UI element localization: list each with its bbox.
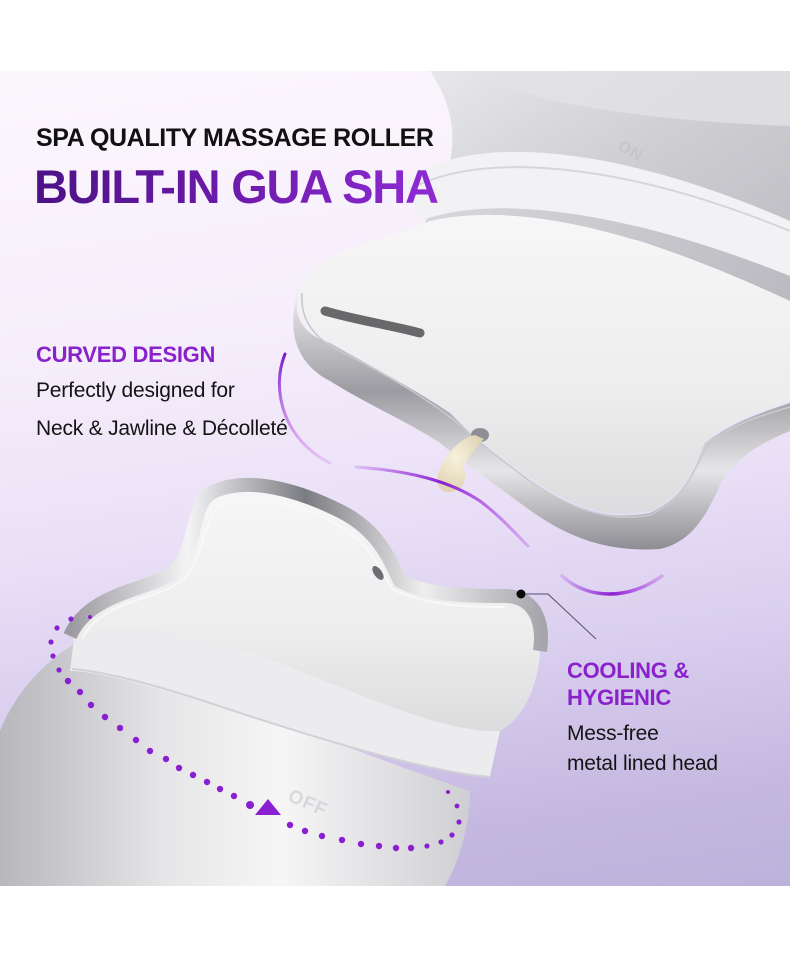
callout-dot-icon — [516, 589, 597, 640]
top-device — [293, 71, 790, 550]
product-banner: ON OFF SPA QUALITY MASSAGE ROLLER BUILT-… — [0, 71, 790, 886]
headline-title: BUILT-IN GUA SHA — [34, 160, 439, 213]
feature-title: CURVED DESIGN — [36, 342, 216, 367]
feature-description-line: metal lined head — [567, 752, 718, 775]
feature-curved-design: CURVED DESIGN Perfectly designed for Nec… — [36, 341, 288, 444]
feature-description-line: Mess-free — [567, 722, 659, 745]
bottom-device — [0, 477, 548, 886]
curved-motion-arc-icon — [277, 352, 664, 596]
product-illustration — [0, 71, 790, 886]
feature-description-line: Perfectly designed for — [36, 379, 235, 402]
feature-cooling-hygienic: COOLING & HYGIENIC Mess-free metal lined… — [567, 657, 718, 779]
feature-description-line: Neck & Jawline & Décolleté — [36, 417, 288, 440]
feature-title: HYGIENIC — [567, 685, 671, 710]
rotate-dotted-arrow-icon — [48, 615, 462, 852]
feature-title: COOLING & — [567, 658, 689, 683]
headline-subtitle: SPA QUALITY MASSAGE ROLLER — [36, 124, 434, 152]
